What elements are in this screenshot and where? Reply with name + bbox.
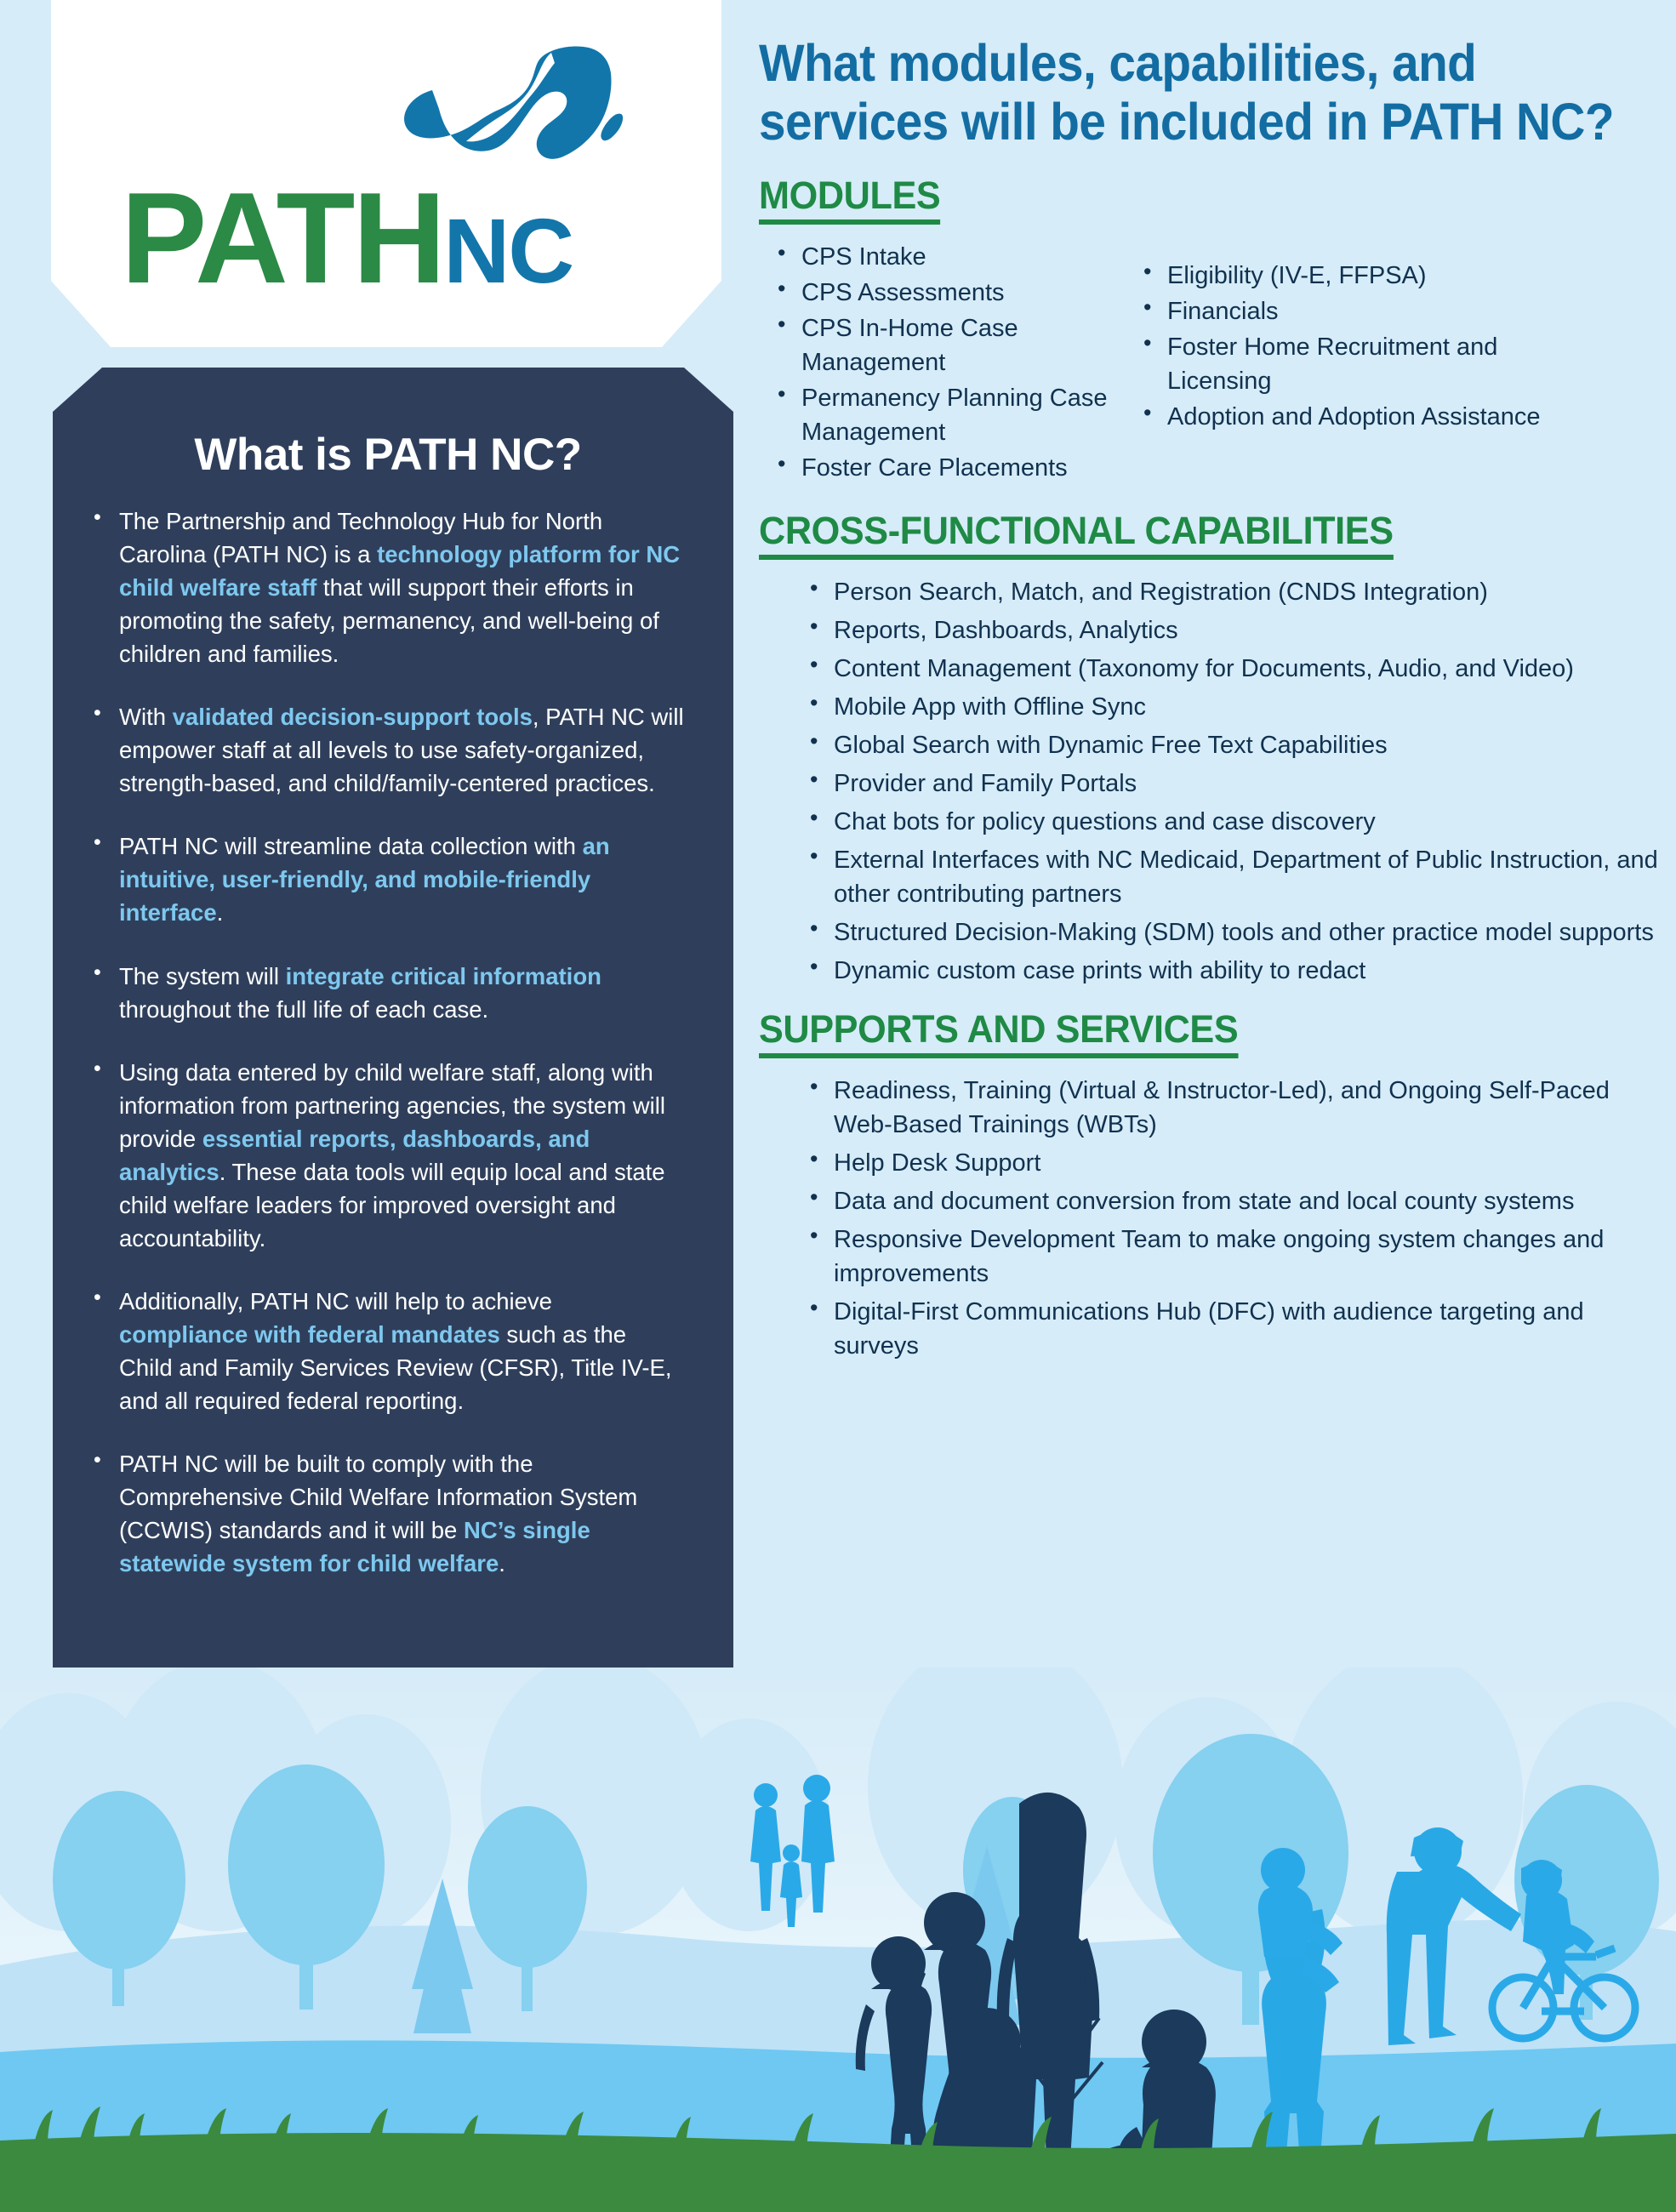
highlighted-phrase: integrate critical information bbox=[285, 962, 601, 989]
capability-item: Person Search, Match, and Registration (… bbox=[803, 573, 1662, 609]
module-item: Foster Care Placements bbox=[771, 448, 1128, 485]
capability-item: Structured Decision-Making (SDM) tools a… bbox=[803, 913, 1662, 949]
capability-item: Chat bots for policy questions and case … bbox=[803, 802, 1662, 839]
highlighted-phrase: an intuitive, user-friendly, and mobile-… bbox=[119, 833, 610, 926]
panel-title: What is PATH NC? bbox=[194, 430, 582, 480]
logo-wordmark: PATHNC bbox=[121, 174, 574, 303]
support-item: Data and document conversion from state … bbox=[803, 1182, 1662, 1218]
page-headline: What modules, capabilities, and services… bbox=[759, 34, 1614, 151]
bullet-text: . bbox=[216, 899, 224, 926]
bullet-text: Additionally, PATH NC will help to achie… bbox=[119, 1287, 552, 1314]
capability-item: Mobile App with Offline Sync bbox=[803, 687, 1662, 724]
supports-heading: SUPPORTS AND SERVICES bbox=[759, 1007, 1239, 1059]
bullet-text: Using data entered by child welfare staf… bbox=[119, 1058, 665, 1152]
capability-item: Dynamic custom case prints with ability … bbox=[803, 951, 1662, 988]
support-item: Responsive Development Team to make ongo… bbox=[803, 1220, 1662, 1291]
illustration-svg bbox=[0, 1668, 1676, 2212]
lifted-child-figure bbox=[1257, 1848, 1343, 1993]
modules-column-a: CPS IntakeCPS AssessmentsCPS In-Home Cas… bbox=[771, 237, 1128, 487]
grass-band bbox=[0, 2133, 1676, 2212]
what-is-path-nc-panel: What is PATH NC? The Partnership and Tec… bbox=[53, 368, 733, 1855]
panel-bullet: PATH NC will streamline data collection … bbox=[90, 828, 686, 929]
north-carolina-map-icon bbox=[404, 46, 624, 159]
capability-item: Global Search with Dynamic Free Text Cap… bbox=[803, 726, 1662, 762]
path-nc-logo: PATHNC bbox=[105, 22, 667, 303]
panel-bullet: The system will integrate critical infor… bbox=[90, 958, 686, 1026]
bullet-text: The Partnership and Technology Hub for N… bbox=[119, 508, 603, 568]
module-item: CPS Intake bbox=[771, 237, 1128, 274]
bullet-text: , PATH NC will empower staff at all leve… bbox=[119, 704, 684, 797]
bullet-text: such as the Child and Family Services Re… bbox=[119, 1320, 672, 1415]
bullet-text: PATH NC will streamline data collection … bbox=[119, 833, 583, 860]
panel-bullet: The Partnership and Technology Hub for N… bbox=[90, 503, 686, 670]
bullet-text: throughout the full life of each case. bbox=[119, 995, 489, 1023]
support-item: Help Desk Support bbox=[803, 1143, 1662, 1180]
highlighted-phrase: validated decision-support tools bbox=[172, 704, 533, 731]
capabilities-list: Person Search, Match, and Registration (… bbox=[803, 573, 1662, 988]
module-item: Permanency Planning Case Management bbox=[771, 379, 1128, 449]
highlighted-phrase: essential reports, dashboards, and analy… bbox=[119, 1125, 590, 1185]
capability-item: Provider and Family Portals bbox=[803, 764, 1662, 801]
capabilities-heading: CROSS-FUNCTIONAL CAPABILITIES bbox=[759, 509, 1394, 560]
bullet-text: that will support their efforts in promo… bbox=[119, 574, 659, 668]
module-item: Adoption and Adoption Assistance bbox=[1137, 397, 1579, 434]
logo-nc-text: NC bbox=[443, 199, 574, 302]
module-item: Financials bbox=[1137, 292, 1579, 328]
modules-list-b: Eligibility (IV-E, FFPSA)FinancialsFoste… bbox=[1137, 256, 1579, 434]
highlighted-phrase: NC’s single statewide system for child w… bbox=[119, 1517, 590, 1577]
module-item: Eligibility (IV-E, FFPSA) bbox=[1137, 256, 1579, 293]
adult-helping-child-figure bbox=[1386, 1827, 1521, 2045]
panel-bullet: Additionally, PATH NC will help to achie… bbox=[90, 1283, 686, 1417]
modules-column-b: Eligibility (IV-E, FFPSA)FinancialsFoste… bbox=[1137, 240, 1579, 487]
logo-path-text: PATH bbox=[121, 166, 446, 311]
support-item: Readiness, Training (Virtual & Instructo… bbox=[803, 1071, 1662, 1142]
modules-columns: CPS IntakeCPS AssessmentsCPS In-Home Cas… bbox=[771, 237, 1661, 487]
capability-item: Reports, Dashboards, Analytics bbox=[803, 611, 1662, 647]
highlighted-phrase: technology platform for NC child welfare… bbox=[119, 541, 681, 601]
bullet-text: The system will bbox=[119, 962, 286, 989]
modules-heading: MODULES bbox=[759, 174, 941, 225]
bullet-text: PATH NC will be built to comply with the… bbox=[119, 1451, 638, 1544]
bullet-text: . These data tools will equip local and … bbox=[119, 1158, 665, 1251]
right-content-column: What modules, capabilities, and services… bbox=[759, 34, 1661, 1367]
park-family-illustration bbox=[0, 1668, 1676, 2212]
support-item: Digital-First Communications Hub (DFC) w… bbox=[803, 1292, 1662, 1363]
panel-bullet: With validated decision-support tools, P… bbox=[90, 698, 686, 800]
modules-list-a: CPS IntakeCPS AssessmentsCPS In-Home Cas… bbox=[771, 237, 1128, 485]
module-item: CPS Assessments bbox=[771, 273, 1128, 310]
grass-blades bbox=[34, 2107, 1601, 2154]
bicycle-icon bbox=[1488, 1944, 1639, 2043]
supports-list: Readiness, Training (Virtual & Instructo… bbox=[803, 1071, 1662, 1363]
bullet-text: . bbox=[499, 1550, 505, 1577]
capability-item: Content Management (Taxonomy for Documen… bbox=[803, 649, 1662, 686]
panel-bullet: PATH NC will be built to comply with the… bbox=[90, 1445, 686, 1580]
panel-bullet: Using data entered by child welfare staf… bbox=[90, 1054, 686, 1255]
logo-panel: PATHNC bbox=[51, 0, 721, 347]
module-item: CPS In-Home Case Management bbox=[771, 309, 1128, 379]
what-is-path-nc-list: The Partnership and Technology Hub for N… bbox=[90, 503, 686, 1580]
couple-with-child-figure bbox=[750, 1775, 835, 1927]
capability-item: External Interfaces with NC Medicaid, De… bbox=[803, 841, 1662, 911]
module-item: Foster Home Recruitment and Licensing bbox=[1137, 328, 1579, 398]
highlighted-phrase: compliance with federal mandates bbox=[119, 1320, 500, 1348]
bullet-text: With bbox=[119, 704, 173, 731]
